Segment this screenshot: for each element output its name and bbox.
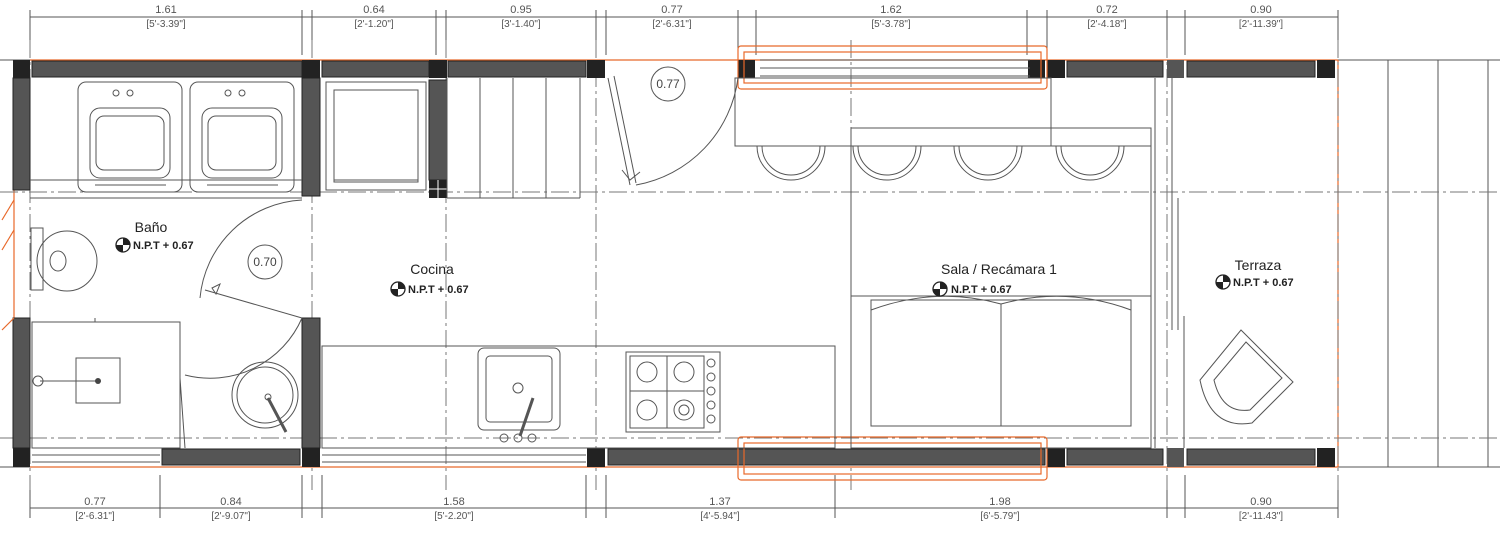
top-dim-6-metric: 0.72 — [1096, 4, 1117, 16]
top-dim-3-metric: 0.95 — [510, 4, 531, 16]
stool-1 — [756, 145, 826, 181]
bottom-dim-2-imperial: [2'-9.07"] — [211, 511, 251, 522]
top-dim-7-metric: 0.90 — [1250, 4, 1271, 16]
bottom-dim-1-metric: 0.77 — [84, 496, 105, 508]
room-label-bano: Baño N.P.T + 0.67 — [115, 219, 194, 253]
bottom-dim-4-imperial: [4'-5.94"] — [700, 511, 740, 522]
room-level-cocina: N.P.T + 0.67 — [408, 284, 469, 296]
entry-door-width: 0.77 — [656, 77, 680, 91]
kitchen-fixtures — [321, 81, 836, 449]
sofa-bed — [850, 145, 1152, 449]
bathroom-door-width: 0.70 — [253, 255, 277, 269]
toilet-icon — [30, 227, 98, 292]
top-dim-4-imperial: [2'-6.31"] — [652, 19, 692, 30]
bottom-dim-6-metric: 0.90 — [1250, 496, 1271, 508]
bathroom-door: 0.70 — [184, 199, 303, 379]
room-name-bano: Baño — [135, 219, 168, 235]
room-label-cocina: Cocina N.P.T + 0.67 — [390, 261, 469, 297]
bottom-dim-5-metric: 1.98 — [989, 496, 1010, 508]
windows — [1, 45, 1048, 481]
top-dim-5-metric: 1.62 — [880, 4, 901, 16]
top-dim-2-metric: 0.64 — [363, 4, 384, 16]
bar-counter — [734, 77, 1152, 181]
shower-icon — [31, 318, 186, 449]
terrace-area — [1154, 78, 1294, 448]
level-marker-icon — [1215, 274, 1231, 290]
top-dim-2-imperial: [2'-1.20"] — [354, 19, 394, 30]
top-dimension-chain: 1.61 [5'-3.39"] 0.64 [2'-1.20"] 0.95 [3'… — [29, 4, 1339, 55]
top-dim-1-imperial: [5'-3.39"] — [146, 19, 186, 30]
bottom-dim-4-metric: 1.37 — [709, 496, 730, 508]
bottom-dim-2-metric: 0.84 — [220, 496, 241, 508]
stairs — [446, 78, 581, 199]
walls — [12, 60, 1335, 467]
room-label-terraza: Terraza N.P.T + 0.67 — [1215, 257, 1294, 290]
room-name-terraza: Terraza — [1235, 257, 1282, 273]
bottom-dim-3-imperial: [5'-2.20"] — [434, 511, 474, 522]
bathroom-sink-icon — [231, 361, 299, 433]
refrigerator-icon — [325, 81, 427, 191]
bottom-dim-1-imperial: [2'-6.31"] — [75, 511, 115, 522]
bathroom-fixtures: 0.70 — [30, 81, 303, 449]
top-dim-1-metric: 1.61 — [155, 4, 176, 16]
top-dim-7-imperial: [2'-11.39"] — [1239, 19, 1283, 30]
lounge-chair-icon — [1199, 329, 1294, 425]
room-name-sala: Sala / Recámara 1 — [941, 261, 1057, 277]
top-dim-4-metric: 0.77 — [661, 4, 682, 16]
bottom-dimension-chain: 0.77 [2'-6.31"] 0.84 [2'-9.07"] 1.58 [5'… — [29, 475, 1339, 522]
top-dim-5-imperial: [5'-3.78"] — [871, 19, 911, 30]
bottom-dim-6-imperial: [2'-11.43"] — [1239, 511, 1283, 522]
level-marker-icon — [390, 281, 406, 297]
room-level-sala: N.P.T + 0.67 — [951, 284, 1012, 296]
stool-4 — [1055, 145, 1125, 181]
bottom-dim-3-metric: 1.58 — [443, 496, 464, 508]
kitchen-sink-icon — [477, 347, 561, 443]
room-level-bano: N.P.T + 0.67 — [133, 240, 194, 252]
top-dim-6-imperial: [2'-4.18"] — [1087, 19, 1127, 30]
stool-3 — [953, 145, 1023, 181]
room-level-terraza: N.P.T + 0.67 — [1233, 277, 1294, 289]
level-marker-icon — [932, 281, 948, 297]
top-dim-3-imperial: [3'-1.40"] — [501, 19, 541, 30]
room-name-cocina: Cocina — [410, 261, 454, 277]
entry-door: 0.77 — [607, 66, 739, 186]
stove-icon — [625, 351, 721, 433]
bottom-dim-5-imperial: [6'-5.79"] — [980, 511, 1020, 522]
washer-1 — [77, 81, 183, 193]
room-labels: Baño N.P.T + 0.67 Cocina N.P.T + 0.67 Sa… — [115, 219, 1294, 297]
room-label-sala: Sala / Recámara 1 N.P.T + 0.67 — [932, 261, 1057, 297]
stool-2 — [852, 145, 922, 181]
washer-2 — [189, 81, 295, 193]
level-marker-icon — [115, 237, 131, 253]
